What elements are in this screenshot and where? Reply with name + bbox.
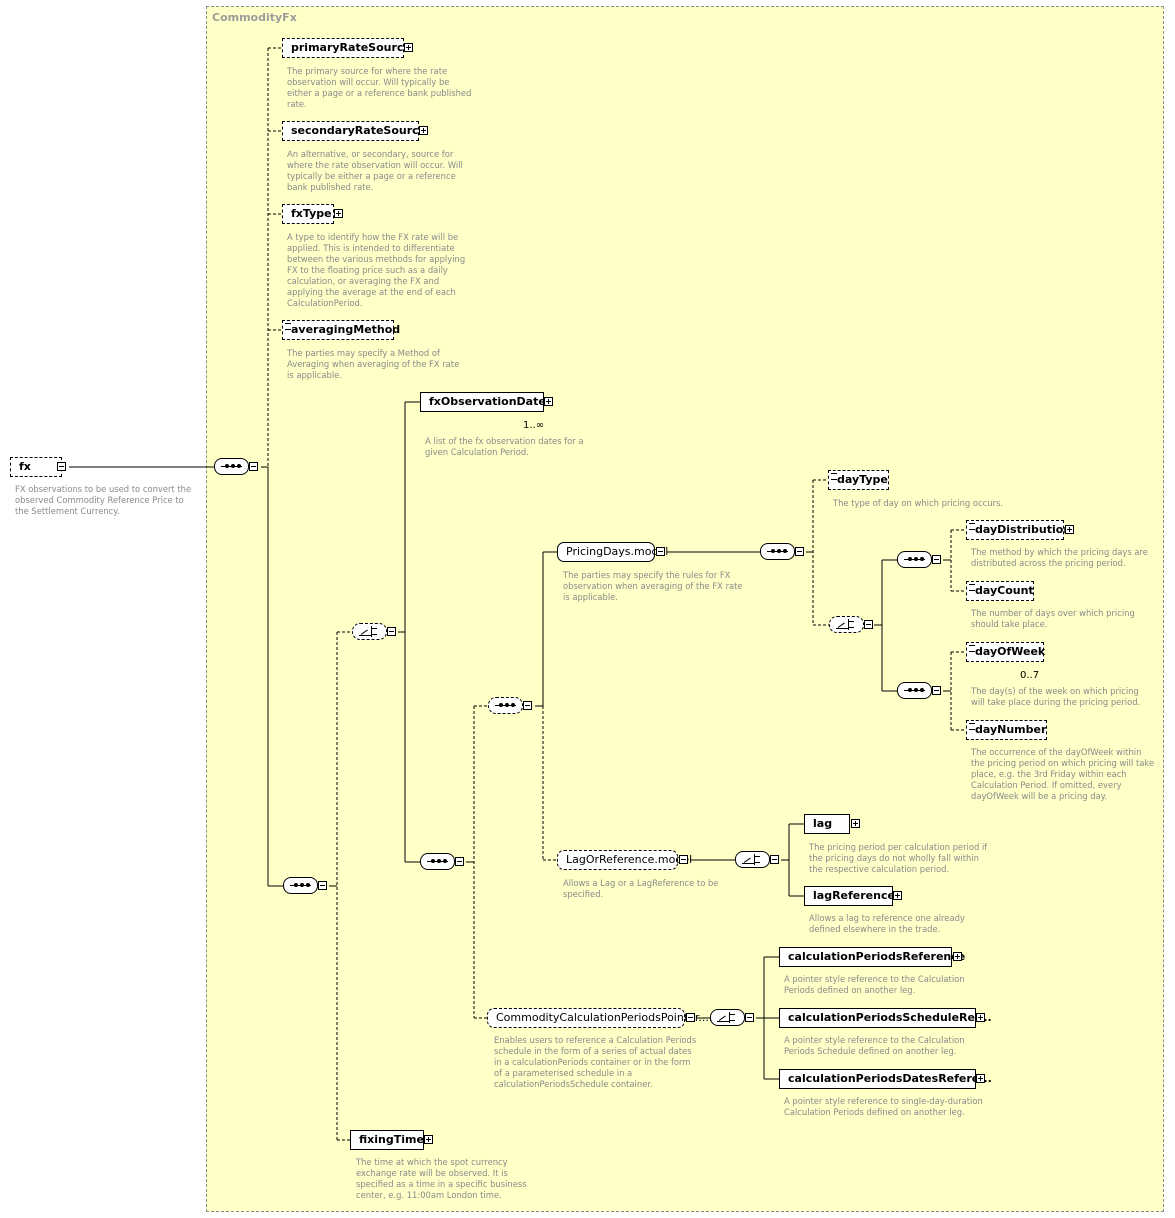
- simple-type-icon: [831, 473, 837, 480]
- element-calculation-periods-schedule-reference[interactable]: calculationPeriodsScheduleRef...: [779, 1008, 992, 1028]
- collapse-lag-or-reference-model-icon[interactable]: [679, 855, 688, 864]
- fx-type-description: A type to identify how the FX rate will …: [287, 232, 466, 308]
- group-commodity-calculation-periods-pointer-model[interactable]: CommodityCalculationPeriodsPointer....: [487, 1008, 712, 1028]
- simple-type-icon: [969, 723, 975, 730]
- collapse-calculation-periods-choice-icon[interactable]: [745, 1013, 754, 1022]
- sequence-compositor-main[interactable]: [214, 458, 249, 475]
- day-number-description: The occurrence of the dayOfWeek within t…: [971, 747, 1155, 801]
- collapse-distribution-sequence-icon[interactable]: [932, 555, 941, 564]
- simple-type-icon: [969, 523, 975, 530]
- element-day-number[interactable]: dayNumber: [966, 720, 1047, 740]
- calculation-periods-dates-reference-description: A pointer style reference to single-day-…: [784, 1096, 983, 1117]
- collapse-pricing-sequence-icon[interactable]: [455, 857, 464, 866]
- simple-type-icon: [969, 584, 975, 591]
- lag-reference-description: Allows a lag to reference one already de…: [809, 913, 965, 934]
- day-of-week-occurrence: 0..7: [1020, 670, 1040, 681]
- expand-fixing-time-icon[interactable]: [424, 1135, 433, 1144]
- choice-compositor-observation[interactable]: [352, 623, 387, 640]
- collapse-main-sequence-icon[interactable]: [249, 462, 258, 471]
- sequence-compositor-week[interactable]: [897, 682, 932, 699]
- group-pricing-days-model[interactable]: PricingDays.model: [557, 542, 668, 562]
- element-fx-observation-dates[interactable]: fxObservationDates: [420, 392, 552, 416]
- collapse-day-choice-icon[interactable]: [864, 620, 873, 629]
- day-of-week-description: The day(s) of the week on which pricing …: [971, 686, 1141, 707]
- collapse-commodity-calculation-periods-pointer-icon[interactable]: [686, 1013, 695, 1022]
- sequence-compositor-pricing-days[interactable]: [488, 697, 523, 714]
- expand-secondary-rate-source-icon[interactable]: [419, 126, 428, 135]
- lag-or-reference-model-description: Allows a Lag or a LagReference to be spe…: [563, 878, 719, 899]
- choice-compositor-lag[interactable]: [735, 851, 770, 868]
- element-secondary-rate-source[interactable]: secondaryRateSource: [282, 121, 426, 141]
- element-primary-rate-source[interactable]: primaryRateSource: [282, 38, 411, 58]
- collapse-week-sequence-icon[interactable]: [932, 686, 941, 695]
- sequence-compositor-pricing[interactable]: [420, 853, 455, 870]
- expand-day-distribution-icon[interactable]: [1065, 525, 1074, 534]
- fx-observation-dates-description: A list of the fx observation dates for a…: [425, 436, 584, 457]
- calculation-periods-schedule-reference-description: A pointer style reference to the Calcula…: [784, 1035, 965, 1056]
- secondary-rate-source-description: An alternative, or secondary, source for…: [287, 149, 463, 192]
- group-lag-or-reference-model[interactable]: LagOrReference.model: [557, 850, 692, 870]
- complex-type-container: [206, 6, 1164, 1212]
- fx-description: FX observations to be used to convert th…: [15, 484, 192, 516]
- simple-type-icon: [969, 645, 975, 652]
- collapse-pricing-days-model-icon[interactable]: [656, 547, 665, 556]
- lag-description: The pricing period per calculation perio…: [809, 842, 988, 874]
- element-day-count[interactable]: dayCount: [966, 581, 1034, 601]
- element-fx-type[interactable]: fxType: [282, 204, 334, 224]
- choice-compositor-day[interactable]: [829, 616, 864, 633]
- expand-lag-icon[interactable]: [851, 819, 860, 828]
- element-averaging-method[interactable]: averagingMethod: [282, 320, 400, 340]
- sequence-compositor-inner[interactable]: [283, 877, 318, 894]
- collapse-day-sequence-icon[interactable]: [795, 547, 804, 556]
- sequence-compositor-day[interactable]: [760, 543, 795, 560]
- pricing-days-model-description: The parties may specify the rules for FX…: [563, 570, 743, 602]
- calculation-periods-reference-description: A pointer style reference to the Calcula…: [784, 974, 965, 995]
- expand-primary-rate-source-icon[interactable]: [404, 43, 413, 52]
- collapse-fx-icon[interactable]: [57, 462, 66, 471]
- day-type-description: The type of day on which pricing occurs.: [833, 498, 1003, 508]
- complex-type-title: CommodityFx: [212, 11, 297, 24]
- choice-compositor-calculation-periods[interactable]: [710, 1009, 745, 1026]
- collapse-pricing-days-sequence-icon[interactable]: [523, 701, 532, 710]
- collapse-observation-choice-icon[interactable]: [387, 627, 396, 636]
- expand-fx-type-icon[interactable]: [334, 209, 343, 218]
- expand-lag-reference-icon[interactable]: [893, 891, 902, 900]
- element-day-distribution[interactable]: dayDistribution: [966, 520, 1071, 540]
- expand-calculation-periods-reference-icon[interactable]: [953, 952, 962, 961]
- simple-type-icon: [285, 323, 291, 330]
- fx-observation-dates-occurrence: 1..∞: [523, 420, 545, 431]
- collapse-inner-sequence-icon[interactable]: [318, 881, 327, 890]
- element-fixing-time[interactable]: fixingTime: [350, 1130, 424, 1150]
- fixing-time-description: The time at which the spot currency exch…: [356, 1157, 527, 1200]
- primary-rate-source-description: The primary source for where the rate ob…: [287, 66, 472, 109]
- expand-fx-observation-dates-icon[interactable]: [544, 397, 553, 406]
- element-fx[interactable]: fx: [10, 457, 62, 477]
- element-calculation-periods-reference[interactable]: calculationPeriodsReference: [779, 947, 965, 967]
- element-lag-reference[interactable]: lagReference: [804, 886, 895, 906]
- element-day-of-week[interactable]: dayOfWeek: [966, 642, 1048, 666]
- commodity-calculation-periods-pointer-description: Enables users to reference a Calculation…: [494, 1035, 697, 1089]
- element-lag[interactable]: lag: [804, 814, 850, 834]
- sequence-compositor-distribution[interactable]: [897, 551, 932, 568]
- element-day-type[interactable]: dayType: [828, 470, 889, 490]
- expand-calculation-periods-dates-reference-icon[interactable]: [976, 1074, 985, 1083]
- collapse-lag-choice-icon[interactable]: [770, 855, 779, 864]
- averaging-method-description: The parties may specify a Method of Aver…: [287, 348, 460, 380]
- element-calculation-periods-dates-reference[interactable]: calculationPeriodsDatesRefere...: [779, 1069, 992, 1089]
- day-count-description: The number of days over which pricing sh…: [971, 608, 1135, 629]
- day-distribution-description: The method by which the pricing days are…: [971, 547, 1148, 568]
- expand-calculation-periods-schedule-reference-icon[interactable]: [976, 1013, 985, 1022]
